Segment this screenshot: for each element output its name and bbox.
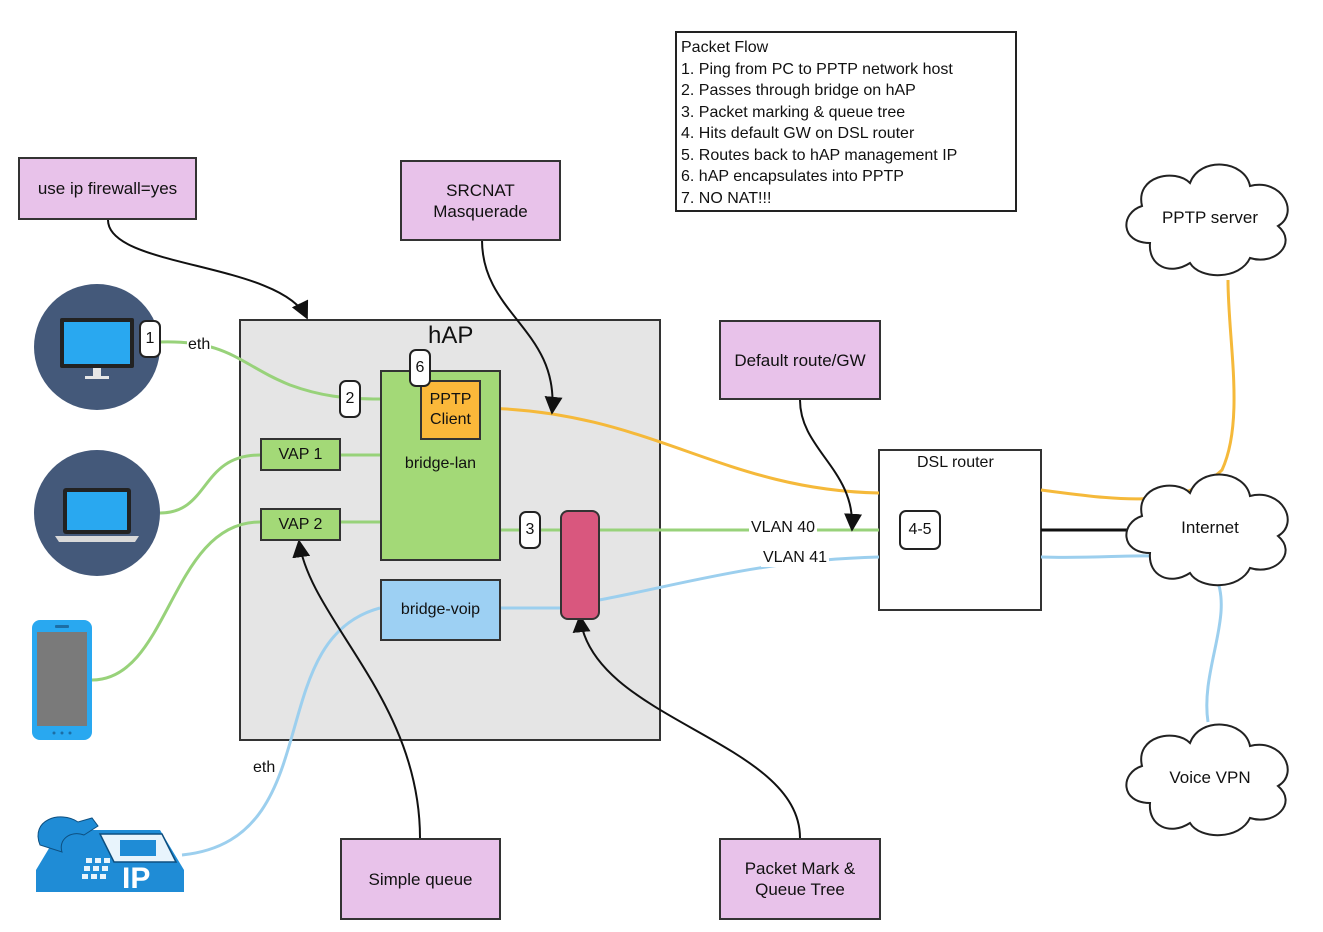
laptop-icon bbox=[34, 450, 160, 576]
packet-flow-step-7: 7. NO NAT!!! bbox=[681, 189, 772, 207]
link-pptp-tunnel bbox=[479, 406, 880, 495]
note-packet-mark: Packet Mark & Queue Tree bbox=[719, 838, 881, 920]
arrow-firewall bbox=[107, 219, 309, 320]
badge-3: 3 bbox=[519, 511, 541, 549]
hap-title: hAP bbox=[428, 322, 474, 349]
cloud-label-internet: Internet bbox=[1181, 518, 1239, 537]
pptp-client: PPTP Client bbox=[420, 380, 481, 440]
badge-6: 6 bbox=[409, 349, 431, 387]
link-router-voicevpn bbox=[1040, 554, 1223, 723]
arrow-default-route bbox=[799, 399, 863, 532]
packet-flow-box: Packet Flow 1. Ping from PC to PPTP netw… bbox=[675, 31, 1017, 212]
ip-phone-label: IP bbox=[122, 862, 150, 895]
arrow-packet-mark bbox=[572, 614, 801, 839]
link-router-pptpserver bbox=[1040, 279, 1236, 501]
note-srcnat: SRCNAT Masquerade bbox=[400, 160, 561, 241]
bridge-lan-label: bridge-lan bbox=[404, 455, 477, 472]
note-firewall: use ip firewall=yes bbox=[18, 157, 197, 220]
badge-2: 2 bbox=[339, 380, 361, 418]
badge-4-5: 4-5 bbox=[899, 510, 941, 550]
label-vlan40: VLAN 40 bbox=[749, 519, 818, 537]
note-simple-queue: Simple queue bbox=[340, 838, 501, 920]
arrow-simple-queue bbox=[292, 539, 421, 839]
label-eth-pc: eth bbox=[187, 336, 212, 354]
packet-flow-step-4: 4. Hits default GW on DSL router bbox=[681, 125, 915, 142]
packet-flow-step-5: 5. Routes back to hAP management IP bbox=[681, 146, 958, 164]
label-eth-phone: eth bbox=[252, 759, 277, 777]
packet-flow-step-6: 6. hAP encapsulates into PPTP bbox=[681, 168, 904, 185]
queue-block bbox=[560, 510, 600, 620]
link-mobile-vap2 bbox=[91, 520, 261, 682]
dsl-router-label: DSL router bbox=[917, 454, 994, 471]
vap1-box: VAP 1 bbox=[260, 438, 341, 471]
packet-flow-step-3: 3. Packet marking & queue tree bbox=[681, 103, 906, 121]
cloud-pptp-server bbox=[1125, 163, 1289, 277]
packet-flow-step-1: 1. Ping from PC to PPTP network host bbox=[681, 60, 953, 78]
vap2-box: VAP 2 bbox=[260, 508, 341, 541]
arrow-srcnat bbox=[481, 239, 563, 415]
ip-phone-icon: IP bbox=[36, 816, 184, 895]
mobile-phone-icon bbox=[32, 620, 92, 740]
packet-flow-step-2: 2. Passes through bridge on hAP bbox=[681, 82, 916, 99]
cloud-label-pptp-server: PPTP server bbox=[1161, 208, 1259, 227]
badge-1: 1 bbox=[139, 320, 161, 358]
link-vlan41 bbox=[598, 555, 880, 602]
cloud-label-voice-vpn: Voice VPN bbox=[1169, 768, 1251, 787]
label-vlan41: VLAN 41 bbox=[761, 549, 830, 567]
note-default-route: Default route/GW bbox=[719, 320, 881, 400]
cloud-internet bbox=[1125, 473, 1289, 587]
link-laptop-vap1 bbox=[159, 453, 261, 515]
desktop-pc-icon bbox=[34, 284, 160, 410]
packet-flow-title: Packet Flow bbox=[681, 39, 769, 56]
bridge-voip: bridge-voip bbox=[380, 579, 501, 641]
cloud-voice-vpn bbox=[1125, 723, 1289, 837]
